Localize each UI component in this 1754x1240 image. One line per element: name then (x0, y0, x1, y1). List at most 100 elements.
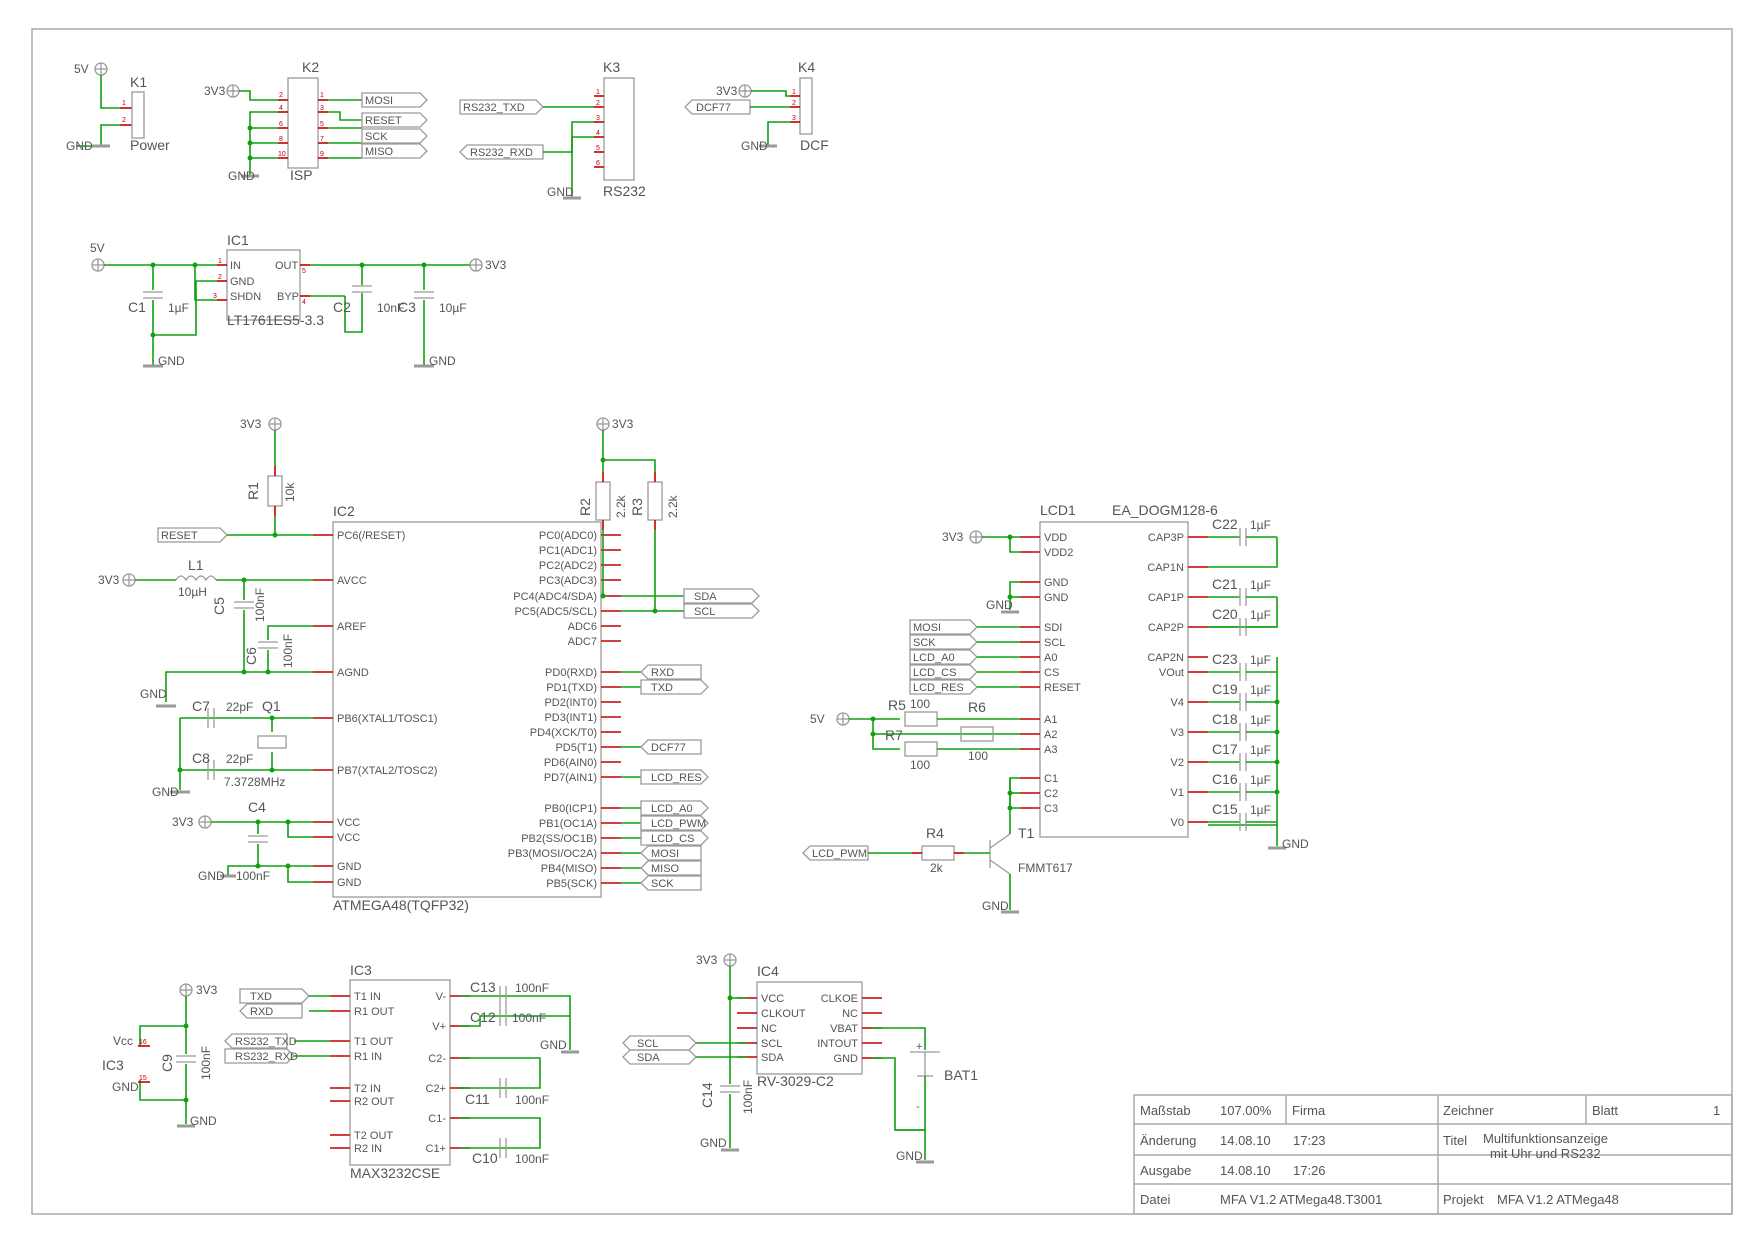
ic2-right-pins: PC0(ADC0)PC1(ADC1)PC2(ADC2)PC3(ADC3)PC4(… (508, 530, 621, 890)
lcd-cap-value: 1µF (1250, 743, 1271, 757)
ic2-left-pin-4: PB6(XTAL1/TOSC1) (337, 713, 437, 725)
net-mosi: MOSI (651, 848, 679, 860)
r3-value: 2.2k (666, 494, 680, 518)
c4-value: 100nF (236, 869, 270, 883)
ic1-part: LT1761ES5-3.3 (227, 312, 324, 328)
net-sck: SCK (651, 878, 674, 890)
lcd-left-pin-9: A1 (1044, 714, 1057, 726)
c2-ref: C2 (333, 299, 351, 315)
c13-ref: C13 (470, 979, 496, 995)
lcd-cap-ref: C20 (1212, 606, 1238, 622)
net-lcd-pwm-tag (640, 815, 709, 831)
lcd-cap-ref: C15 (1212, 801, 1238, 817)
net-dcf77-tag (640, 739, 702, 755)
gnd-label: GND (429, 354, 456, 368)
r2-value: 2.2k (614, 494, 628, 518)
tb-change-time: 17:23 (1293, 1133, 1326, 1148)
junction (1274, 789, 1280, 795)
svg-text:15: 15 (139, 1075, 147, 1082)
c9-ref: C9 (159, 1054, 175, 1072)
net-lcd-res: LCD_RES (651, 772, 702, 784)
svg-text:1: 1 (596, 89, 600, 96)
c13-value: 100nF (515, 981, 549, 995)
ic2-right-pin-19: PB3(MOSI/OC2A) (508, 848, 597, 860)
k1-body (131, 91, 145, 139)
tb-file-label: Datei (1140, 1192, 1170, 1207)
supply-3v3-label: 3V3 (98, 573, 120, 587)
k4-body (799, 77, 813, 135)
supply-5v-label: 5V (90, 241, 105, 255)
svg-text:5: 5 (596, 145, 600, 152)
supply-3v3-label: 3V3 (204, 84, 226, 98)
lcd1-ref: LCD1 (1040, 502, 1076, 518)
net-reset: RESET (365, 115, 402, 127)
net-mosi-tag (909, 619, 978, 635)
supply-3v3-label: 3V3 (196, 983, 218, 997)
lcd-left-pin-3: GND (1044, 592, 1069, 604)
svg-text:2: 2 (596, 100, 600, 107)
gnd-label: GND (741, 139, 768, 153)
ic2-body (332, 521, 602, 898)
svg-text:+: + (916, 1041, 922, 1053)
gnd-label: GND (66, 139, 93, 153)
c8-value: 22pF (226, 752, 253, 766)
lcd-cap-ref: C19 (1212, 681, 1238, 697)
lcd-module: LCD1 EA_DOGM128-6 VDDVDD2GNDGNDSDISCLA0C… (802, 502, 1309, 914)
net-mosi: MOSI (365, 95, 393, 107)
k1-ref: K1 (130, 74, 147, 90)
net-lcd-res-tag (640, 769, 709, 785)
ic3-right-pin-4: C1- (428, 1113, 446, 1125)
net-mosi-tag (640, 845, 702, 861)
ic2-right-pin-4: PC4(ADC4/SDA) (513, 591, 597, 603)
ic3-power-ref: IC3 (102, 1057, 124, 1073)
net-rs232-txd: RS232_TXD (463, 102, 525, 114)
net-rxd-tag (239, 1003, 303, 1019)
ic3-ref: IC3 (350, 962, 372, 978)
net-sda: SDA (637, 1052, 660, 1064)
lcd-right-pin-0: CAP3P (1148, 532, 1184, 544)
net-lcd-cs-tag (640, 830, 709, 846)
svg-text:4: 4 (596, 130, 600, 137)
lcd-left-pin-12: C1 (1044, 773, 1058, 785)
t1-ref: T1 (1018, 825, 1035, 841)
svg-text:3: 3 (792, 115, 796, 122)
tb-title-line2: mit Uhr und RS232 (1490, 1146, 1601, 1161)
ic3-right-pin-0: V- (436, 991, 447, 1003)
ic3-right-pin-3: C2+ (426, 1083, 447, 1095)
k3-ref: K3 (603, 59, 620, 75)
c14-value: 100nF (741, 1080, 755, 1114)
tb-output-time: 17:26 (1293, 1163, 1326, 1178)
c12-ref: C12 (470, 1009, 496, 1025)
r4-ref: R4 (926, 825, 944, 841)
r2-ref: R2 (577, 498, 593, 516)
ic2-right-pin-13: PD5(T1) (555, 742, 597, 754)
lcd-cap-value: 1µF (1250, 683, 1271, 697)
ic2-right-pin-20: PB4(MISO) (541, 863, 597, 875)
supply-3v3-label: 3V3 (612, 417, 634, 431)
c7-value: 22pF (226, 700, 253, 714)
bat1-ref: BAT1 (944, 1067, 978, 1083)
c2-value: 10nF (377, 301, 404, 315)
k4-ref: K4 (798, 59, 815, 75)
net-lcd-a0-tag (909, 649, 978, 665)
net-scl: SCL (694, 606, 715, 618)
ic1-body (226, 249, 301, 321)
svg-text:9: 9 (320, 151, 324, 158)
lcd-left-pin-0: VDD (1044, 532, 1067, 544)
net-rs232-rxd: RS232_RXD (235, 1051, 298, 1063)
ic2-right-pin-14: PD6(AIN0) (544, 757, 597, 769)
ic2-right-pin-11: PD3(INT1) (544, 712, 597, 724)
lcd-cap-value: 1µF (1250, 518, 1271, 532)
c3-value: 10µF (439, 301, 467, 315)
lcd-left-pin-4: SDI (1044, 622, 1062, 634)
c1-ref: C1 (128, 299, 146, 315)
net-sck-tag (909, 634, 978, 650)
ic3-part: MAX3232CSE (350, 1165, 440, 1181)
gnd-label: GND (190, 1114, 217, 1128)
net-txd-tag (239, 988, 310, 1004)
